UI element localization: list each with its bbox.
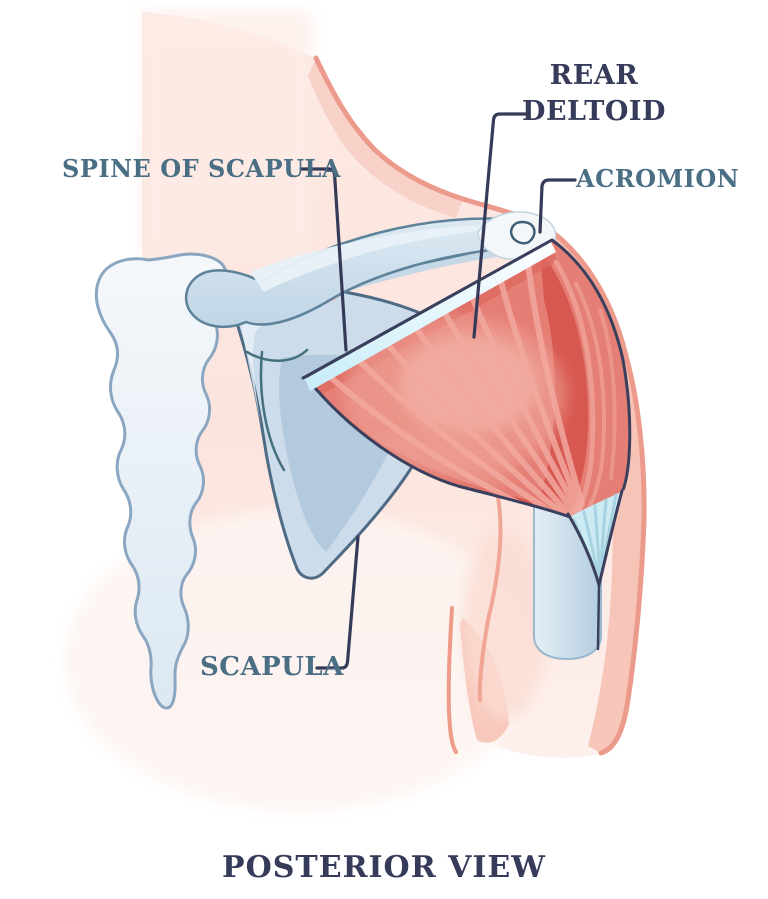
label-spine-of-scapula: SPINE OF SCAPULA [62,154,342,183]
clavicle-highlight [250,224,520,292]
leader-lines [299,112,577,670]
tendon-fan [570,492,621,585]
scapula-neck-line [245,348,309,362]
insertion-tendon-fan [566,489,624,651]
inner-arm-light [463,530,547,720]
upper-torso-light [142,10,312,260]
diagram-title: POSTERIOR VIEW [222,850,546,885]
tendon-strip-band [305,242,556,391]
deltoid-outline [304,238,632,519]
leader-rear-deltoid [472,112,531,339]
label-acromion: ACROMION [576,164,740,193]
vertebral-column [94,252,228,710]
skin-outline-coral [313,55,647,756]
acromion-hook-line [510,220,536,245]
leader-spine-of-scapula [299,167,348,352]
clavicle-shaft [185,217,547,329]
label-rear-deltoid: REAR DELTOID [522,60,666,127]
inner-arm-crease-line [477,490,503,702]
scapula-fossa-line [259,350,286,472]
leader-acromion [538,178,577,234]
deltoid-tendon-strip [301,238,556,391]
deltoid-muscle [304,238,632,585]
tendon-strip-edge [301,238,554,380]
deltoid-edge-striations [553,259,617,522]
deltoid-insertion-line [596,583,601,651]
deltoid-fiber-striations [318,251,585,529]
leader-scapula [315,535,360,670]
armpit-crease-line [446,606,458,754]
label-scapula: SCAPULA [200,652,344,682]
clavicle-bone [185,217,547,329]
